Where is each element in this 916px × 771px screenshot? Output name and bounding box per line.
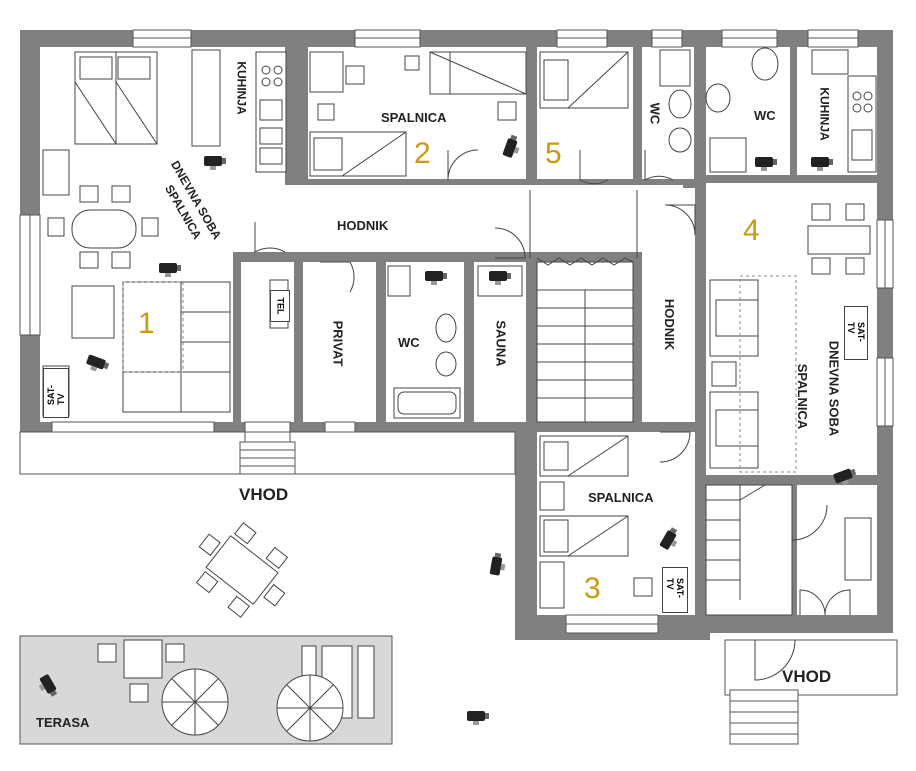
entrance-2-label: VHOD [782, 667, 832, 686]
terrace-label: TERASA [36, 715, 90, 730]
camera-icon [489, 552, 508, 577]
kitchen-4-label: KUHINJA [817, 87, 832, 141]
tel-label: TEL [275, 297, 285, 315]
bedroom-2-label: SPALNICA [381, 110, 447, 125]
sat-tv-box-1: SAT-TV [43, 368, 69, 418]
apartment-number-1: 1 [138, 307, 155, 340]
hallway-label: HODNIK [337, 218, 389, 233]
outdoor-table [195, 522, 289, 618]
apartment-number-5: 5 [545, 137, 562, 170]
bedroom-3-label: SPALNICA [588, 490, 654, 505]
wc-4-label: WC [754, 108, 776, 123]
apartment-number-2: 2 [414, 137, 431, 170]
hallway-2-label: HODNIK [662, 298, 678, 351]
furniture [42, 47, 877, 616]
sat-tv-label: SAT-TV [46, 385, 66, 405]
sat-tv-box-3: SAT-TV [662, 567, 688, 613]
private-label: PRIVAT [330, 320, 346, 367]
doors [254, 149, 851, 681]
camera-icon [467, 711, 489, 725]
sat-tv-label: SAT-TV [846, 322, 866, 342]
apartment-number-4: 4 [743, 214, 760, 247]
windows [19, 29, 894, 634]
apartment-number-3: 3 [584, 572, 601, 605]
kitchen-1-label: KUHINJA [234, 61, 249, 115]
tel-box: TEL [270, 290, 290, 322]
living-room-4-sublabel: SPALNICA [795, 363, 811, 430]
wc-middle-label: WC [398, 335, 420, 350]
sat-tv-label: SAT-TV [665, 578, 685, 598]
wc-5-label: WC [647, 102, 663, 125]
sauna-label: SAUNA [493, 320, 509, 367]
entrance-label: VHOD [239, 485, 289, 504]
sat-tv-box-4: SAT-TV [844, 306, 868, 360]
living-room-4-label: DNEVNA SOBA [826, 340, 842, 437]
